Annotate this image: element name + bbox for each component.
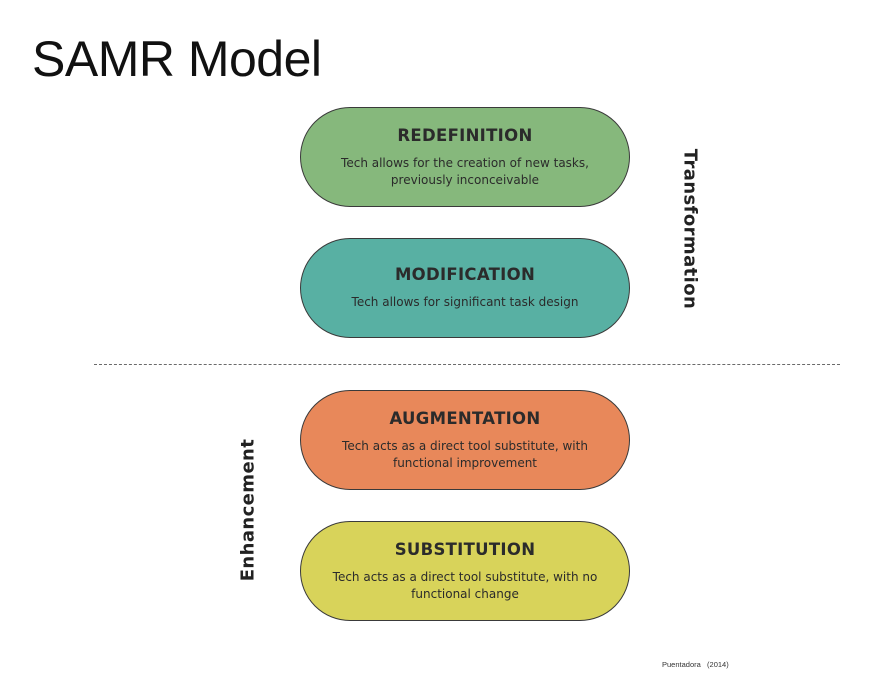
modification-pill: MODIFICATION Tech allows for significant… [300,238,630,338]
modification-description: Tech allows for significant task design [351,295,579,309]
citation: Puentadora (2014) [662,660,729,669]
modification-title: MODIFICATION [394,265,536,284]
redefinition-title: REDEFINITION [397,125,533,145]
enhancement-label: Enhancement [237,438,259,582]
redefinition-description: Tech allows for the creation of new task… [341,155,589,187]
augmentation-title: AUGMENTATION [389,408,541,428]
augmentation-pill: AUGMENTATION Tech acts as a direct tool … [300,390,630,490]
substitution-title: SUBSTITUTION [394,539,536,559]
redefinition-pill: REDEFINITION Tech allows for the creatio… [300,107,630,207]
transformation-label: Transformation [679,148,701,310]
page-title: SAMR Model [32,31,322,87]
substitution-pill: SUBSTITUTION Tech acts as a direct tool … [300,521,630,621]
augmentation-description: Tech acts as a direct tool substitute, w… [342,438,588,470]
transformation-enhancement-divider [94,364,840,365]
substitution-description: Tech acts as a direct tool substitute, w… [332,569,598,601]
